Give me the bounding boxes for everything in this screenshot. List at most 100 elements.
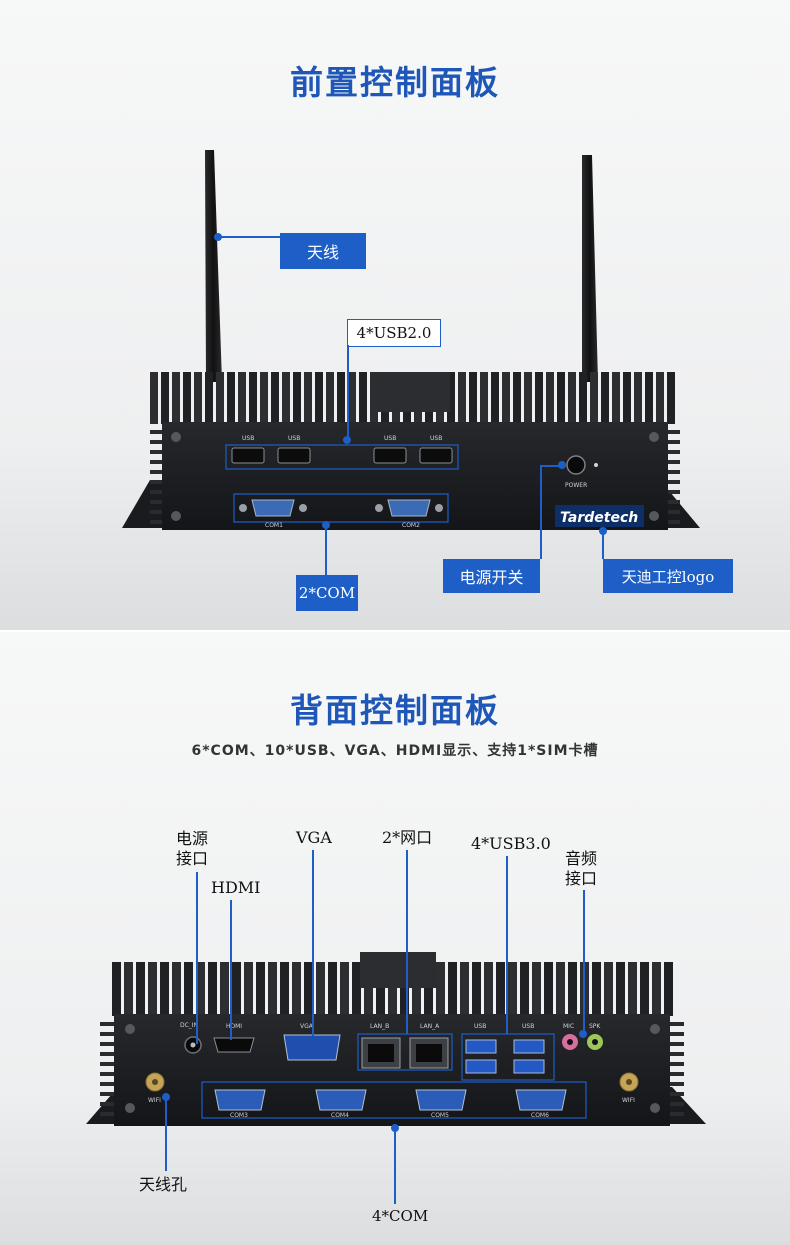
front-com-ports: COM1 COM2 — [233, 493, 449, 529]
heatsink-fin — [535, 372, 543, 424]
back-device-image: DC_IN HDMI VGA LAN_B LAN_A — [86, 952, 706, 1126]
heatsink-fin — [183, 372, 191, 424]
side-fin — [100, 1052, 114, 1056]
heatsink-fin — [557, 372, 565, 424]
label-lan: 2*网口 — [382, 828, 433, 847]
usb3-text-2: USB — [522, 1023, 534, 1030]
heatsink-fin — [520, 962, 529, 1016]
mic-text: MIC — [563, 1023, 574, 1030]
side-fin — [668, 450, 680, 454]
label-usb3: 4*USB3.0 — [471, 834, 551, 853]
heatsink-fin — [640, 962, 649, 1016]
label-vga: VGA — [296, 828, 332, 847]
heatsink-fin — [244, 962, 253, 1016]
heatsink-fin — [448, 962, 457, 1016]
heatsink-fin — [205, 372, 213, 424]
heatsink-fin — [216, 372, 224, 424]
heatsink-fin — [292, 962, 301, 1016]
side-fin — [668, 460, 680, 464]
back-panel-subtitle: 6*COM、10*USB、VGA、HDMI显示、支持1*SIM卡槽 — [191, 743, 599, 759]
antenna-left — [205, 150, 222, 382]
side-fin — [670, 1062, 684, 1066]
heatsink-fin — [480, 372, 488, 424]
heatsink-fin — [460, 962, 469, 1016]
side-fin — [670, 1022, 684, 1026]
heatsink-fin — [579, 372, 587, 424]
label-hdmi: HDMI — [211, 878, 261, 897]
side-fin — [100, 1072, 114, 1076]
antenna-right — [582, 155, 598, 382]
heatsink-fin — [184, 962, 193, 1016]
heatsink-fin — [232, 962, 241, 1016]
com5-text: COM5 — [431, 1112, 449, 1119]
side-fin — [668, 520, 680, 524]
heatsink-fin — [376, 962, 385, 1016]
heatsink-fin — [592, 962, 601, 1016]
side-fin — [670, 1042, 684, 1046]
heatsink-fin — [112, 962, 121, 1016]
heatsink-fin — [634, 372, 642, 424]
heatsink-fin — [502, 372, 510, 424]
heatsink-fin — [348, 372, 356, 424]
com4-text: COM4 — [331, 1112, 349, 1119]
heatsink-fin — [436, 962, 445, 1016]
usb-text-4: USB — [430, 435, 442, 442]
front-panel-title: 前置控制面板 — [290, 63, 500, 102]
hdmi-port: HDMI — [213, 1023, 255, 1053]
side-fin — [668, 500, 680, 504]
heatsink-fin — [400, 962, 409, 1016]
vga-text: VGA — [300, 1023, 314, 1030]
heatsink-fin — [604, 962, 613, 1016]
power-text: POWER — [565, 482, 587, 489]
heatsink-fin — [194, 372, 202, 424]
heatsink-fin — [268, 962, 277, 1016]
heatsink-fin — [359, 372, 367, 424]
usb-text-1: USB — [242, 435, 254, 442]
heatsink-fin — [352, 962, 361, 1016]
label-logo: 天迪工控logo — [603, 559, 733, 593]
heatsink-fin — [652, 962, 661, 1016]
label-antenna-hole: 天线孔 — [139, 1175, 188, 1194]
side-fin — [668, 470, 680, 474]
side-fin — [100, 1092, 114, 1096]
heatsink-fin — [496, 962, 505, 1016]
heatsink-fin — [340, 962, 349, 1016]
com2-text: COM2 — [402, 522, 420, 529]
heatsink-fin — [623, 372, 631, 424]
heatsink-fin — [667, 372, 675, 424]
heatsink-fin — [124, 962, 133, 1016]
back-com-ports: COM3 COM4 COM5 COM6 — [201, 1081, 587, 1119]
heatsink-fin — [238, 372, 246, 424]
side-fin — [668, 490, 680, 494]
heatsink-fin — [282, 372, 290, 424]
side-fin — [670, 1102, 684, 1106]
heatsink-fin — [412, 962, 421, 1016]
heatsink-fin — [645, 372, 653, 424]
heatsink-fin — [260, 372, 268, 424]
label-back-com: 4*COM — [372, 1207, 429, 1225]
heatsink-fin — [546, 372, 554, 424]
label-power-jack-2: 接口 — [176, 849, 209, 868]
wifi-connector-left: WIFI — [145, 1072, 165, 1104]
side-fin — [100, 1082, 114, 1086]
heatsink-fins — [112, 962, 673, 1016]
heatsink-fin — [568, 962, 577, 1016]
com3-text: COM3 — [230, 1112, 248, 1119]
heatsink-fin — [293, 372, 301, 424]
label-com: 2*COM — [296, 575, 358, 611]
lan-b-text: LAN_B — [370, 1023, 389, 1030]
heatsink-fin — [328, 962, 337, 1016]
side-fin — [668, 430, 680, 434]
side-fin — [670, 1032, 684, 1036]
usb-text-2: USB — [288, 435, 300, 442]
side-fin — [670, 1112, 684, 1116]
heatsink-fin — [326, 372, 334, 424]
side-fin — [100, 1102, 114, 1106]
heatsink-fin — [208, 962, 217, 1016]
heatsink-fin — [484, 962, 493, 1016]
heatsink-fin — [271, 372, 279, 424]
label-antenna: 天线 — [280, 233, 366, 269]
heatsink-fin — [196, 962, 205, 1016]
wifi-connector-right: WIFI — [619, 1072, 639, 1104]
hdmi-text: HDMI — [226, 1023, 242, 1030]
